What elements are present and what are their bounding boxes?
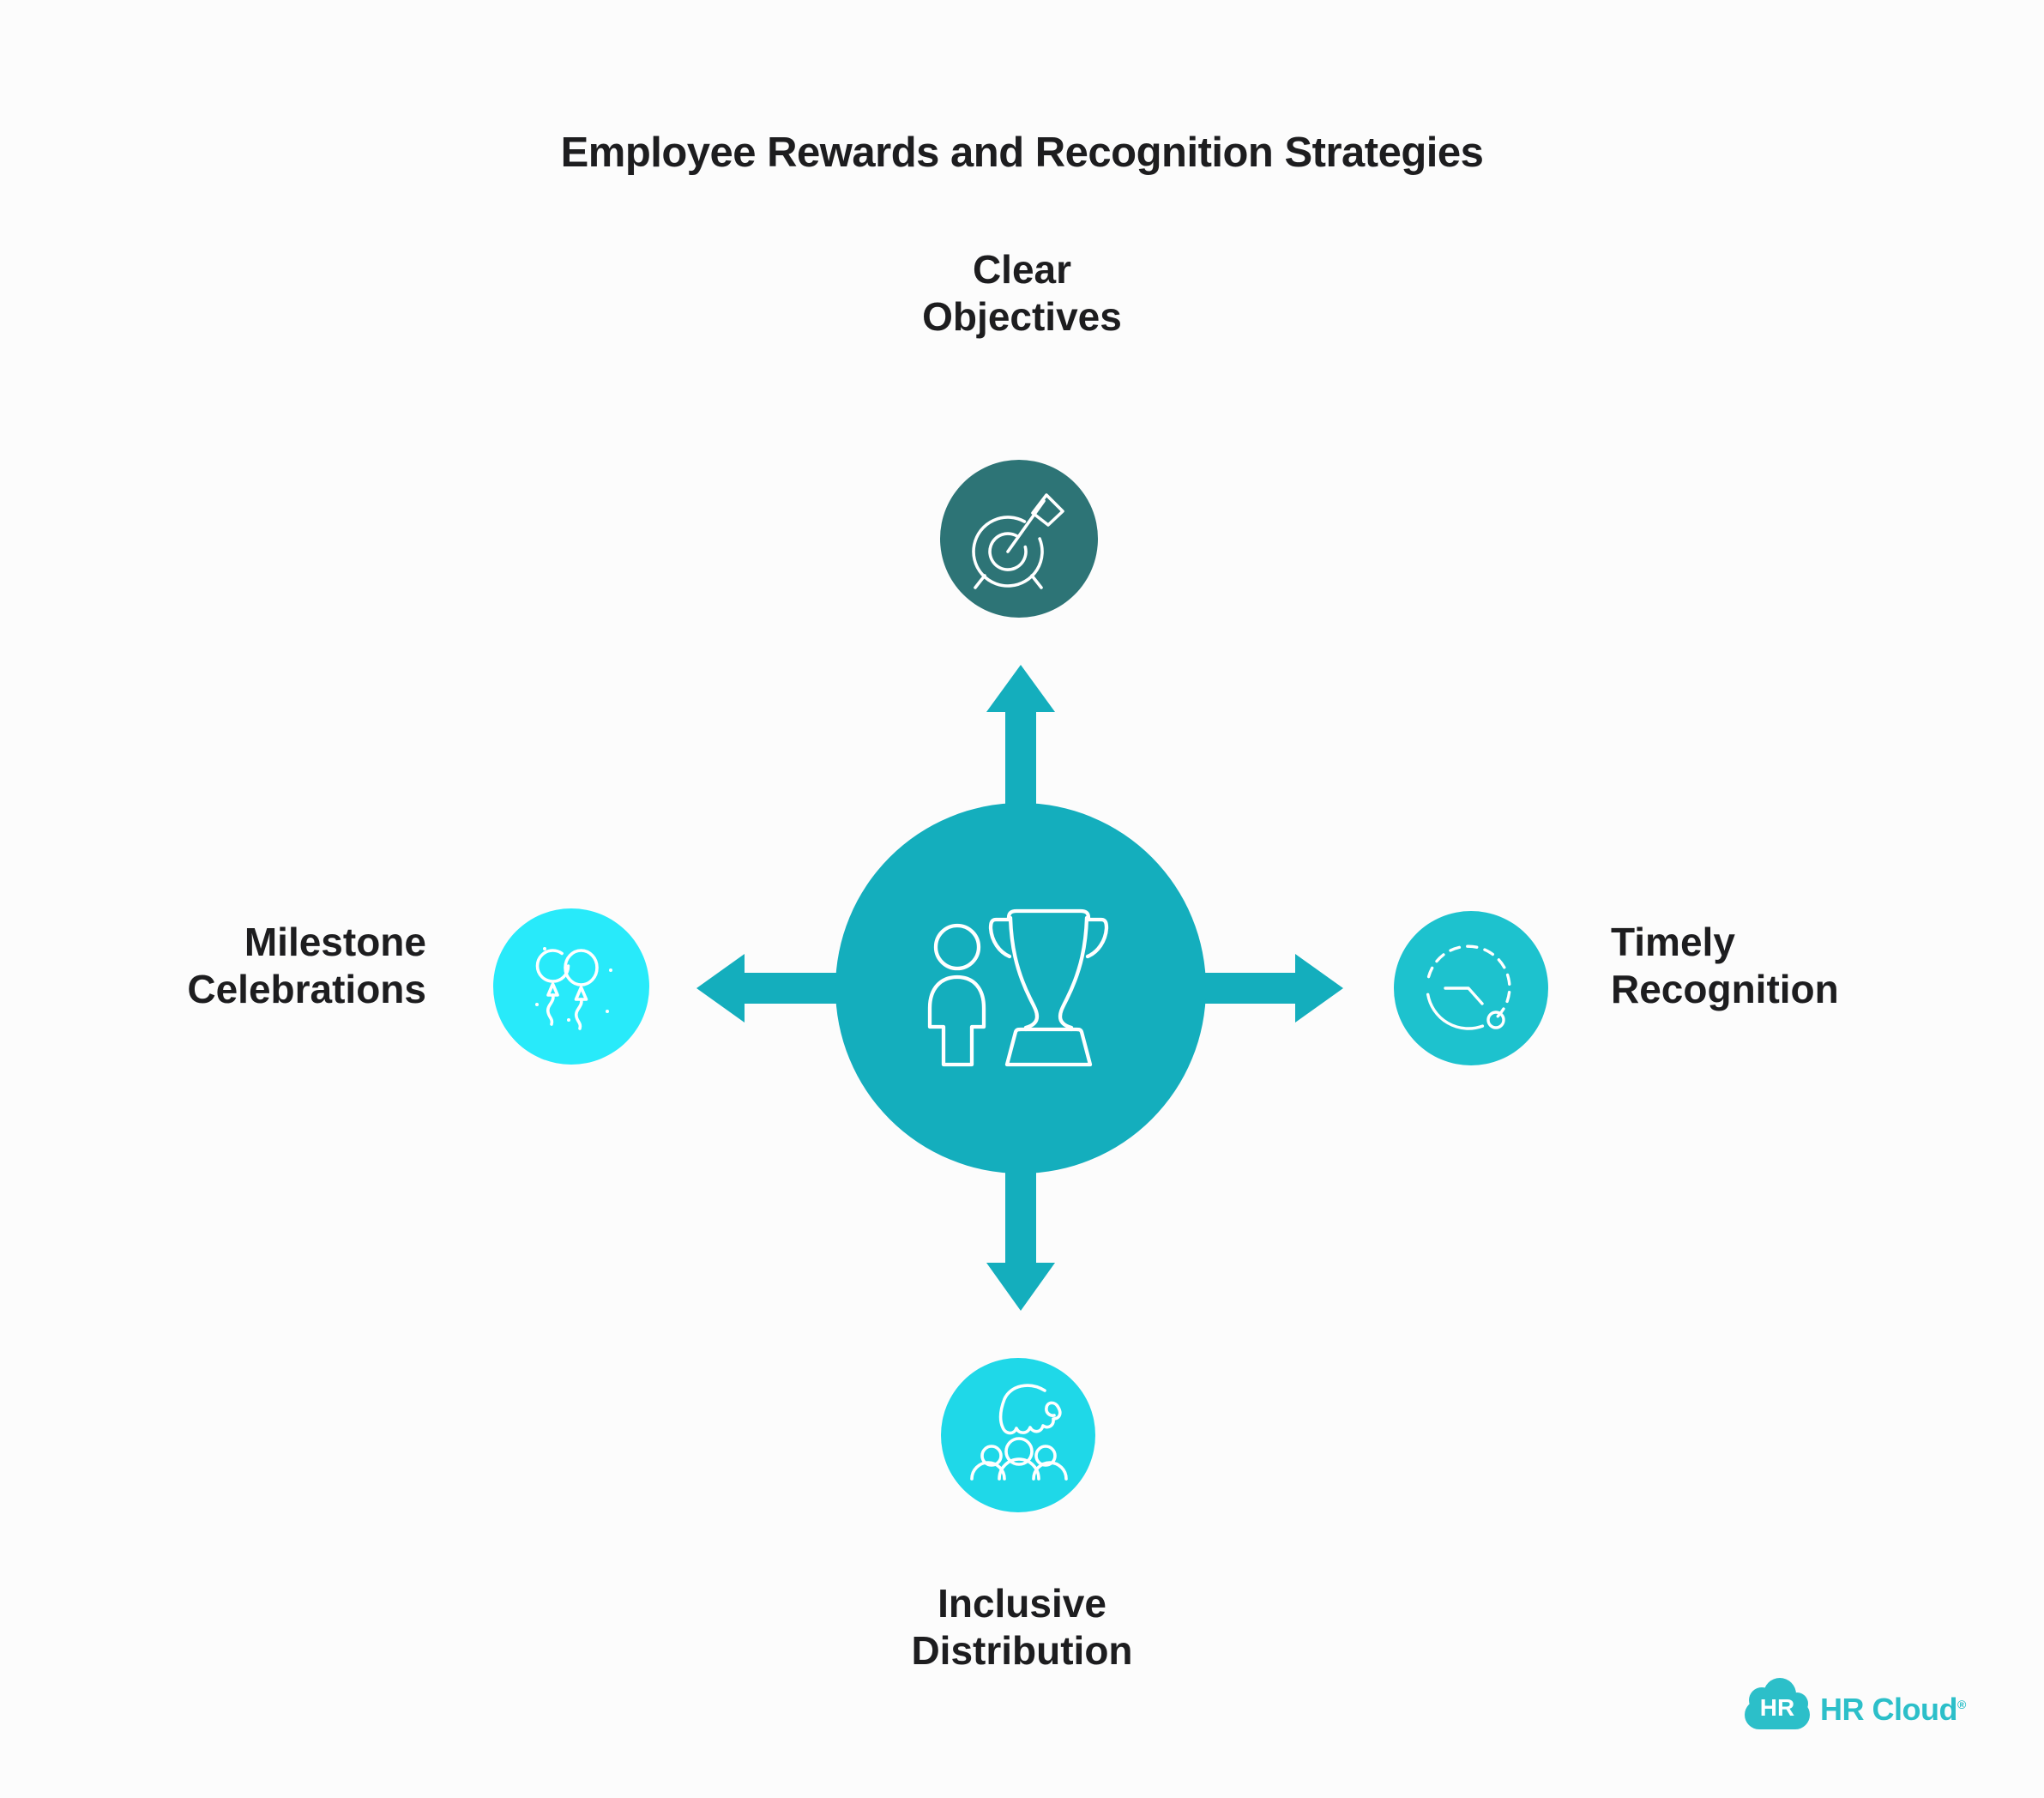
label-milestone-celebrations: Milestone Celebrations: [187, 920, 426, 1011]
circle-milestone-celebrations: [493, 908, 649, 1065]
page-title: Employee Rewards and Recognition Strateg…: [560, 130, 1484, 176]
hand-over-group-icon: [970, 1384, 1068, 1481]
arrow-down: [986, 1158, 1055, 1311]
registered-trademark-symbol: ®: [1957, 1698, 1967, 1711]
logo-wordmark: HR Cloud®: [1820, 1692, 1966, 1728]
label-clear-objectives: Clear Objectives: [922, 247, 1122, 339]
target-arrow-icon: [972, 493, 1064, 589]
cloud-shape: [1745, 1678, 1810, 1729]
center-hub-circle: [835, 803, 1206, 1174]
clock-icon: [1426, 944, 1511, 1030]
hr-cloud-logo: HR HR Cloud®: [1743, 1678, 2035, 1738]
label-timely-recognition: Timely Recognition: [1611, 920, 1839, 1011]
arrow-right: [1158, 954, 1343, 1023]
circle-clear-objectives: [940, 460, 1098, 618]
person-with-trophy-icon: [927, 908, 1109, 1067]
arrows: [696, 665, 1343, 1311]
circle-inclusive-distribution: [941, 1358, 1095, 1512]
arrow-up: [986, 665, 1055, 824]
logo-brand-name: HR Cloud: [1820, 1692, 1957, 1727]
hr-cloud-logo-icon: HR: [1745, 1678, 1810, 1729]
circle-timely-recognition: [1394, 911, 1548, 1065]
label-inclusive-distribution: Inclusive Distribution: [911, 1581, 1133, 1673]
logo-badge-text: HR: [1760, 1694, 1794, 1721]
arrow-left: [696, 954, 883, 1023]
balloons-icon: [535, 947, 612, 1030]
